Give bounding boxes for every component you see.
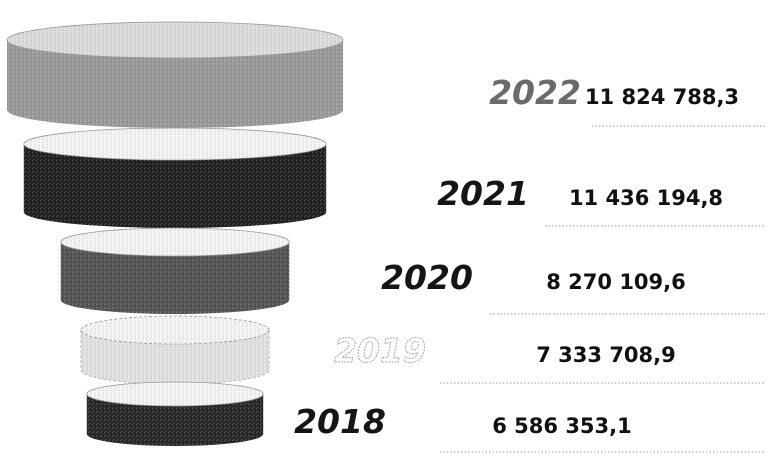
category-label-2018: 2018: [294, 402, 386, 441]
funnel-segment-top-texture-2022: [7, 22, 343, 58]
funnel-segment-texture-2018: [86, 394, 264, 446]
category-label-2021: 2021: [437, 174, 529, 213]
value-label-2019: 7 333 708,9: [536, 343, 676, 367]
funnel-segment-texture-2022: [7, 40, 343, 128]
funnel-segment-texture-2019: [80, 330, 270, 384]
value-label-2021: 11 436 194,8: [569, 186, 723, 210]
funnel-segment-top-texture-2018: [86, 382, 264, 406]
funnel-segment-top-texture-2019: [80, 316, 270, 344]
funnel-segment-texture-2021: [23, 144, 327, 228]
funnel-layer-2021: 2021 11 436 194,8: [23, 127, 765, 228]
value-label-2020: 8 270 109,6: [546, 270, 686, 294]
category-label-2022: 2022: [489, 73, 581, 112]
category-label-2019: 2019: [334, 331, 426, 370]
funnel-segment-top-texture-2021: [23, 128, 327, 160]
funnel-segment-texture-2020: [60, 242, 290, 314]
funnel-layer-2019: 2019 7 333 708,9: [80, 315, 765, 385]
funnel-layer-2020: 2020 8 270 109,6: [60, 227, 765, 315]
funnel-segment-top-texture-2020: [60, 228, 290, 256]
value-label-2018: 6 586 353,1: [492, 414, 632, 438]
value-label-2022: 11 824 788,3: [585, 85, 739, 109]
category-label-2020: 2020: [381, 258, 473, 297]
funnel-layer-2018: 2018 6 586 353,1: [86, 381, 765, 453]
